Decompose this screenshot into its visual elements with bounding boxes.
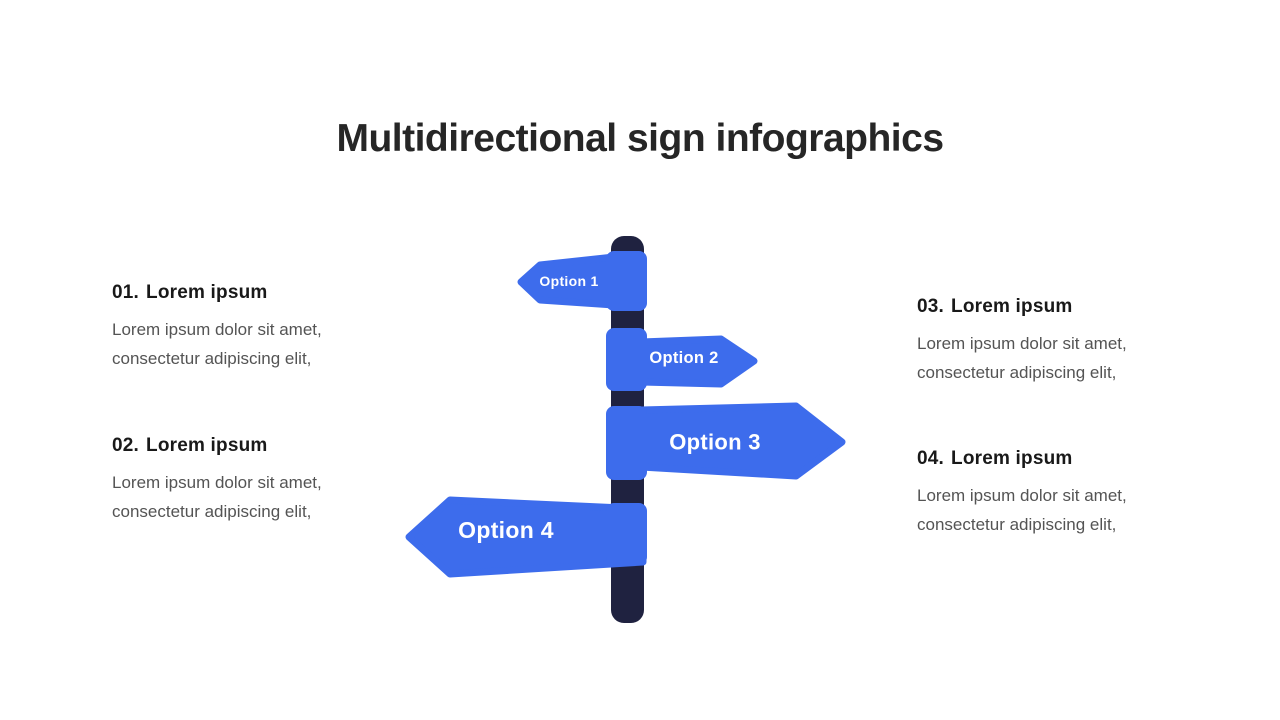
- block-04-heading: 04. Lorem ipsum: [917, 447, 1189, 471]
- sign-option-1: Option 1: [517, 251, 647, 311]
- block-01-body: Lorem ipsum dolor sit amet, consectetur …: [112, 315, 384, 373]
- block-04-body-line-2: consectetur adipiscing elit,: [917, 515, 1117, 534]
- block-01-number: 01.: [112, 282, 140, 303]
- option-3-label: Option 3: [669, 430, 761, 455]
- block-04-number: 04.: [917, 448, 945, 469]
- page-title: Multidirectional sign infographics: [336, 117, 944, 160]
- block-01-body-line-1: Lorem ipsum dolor sit amet,: [112, 320, 322, 339]
- block-03-body-line-1: Lorem ipsum dolor sit amet,: [917, 334, 1127, 353]
- sign-band-3: [606, 406, 647, 480]
- block-02-heading: 02. Lorem ipsum: [112, 434, 384, 458]
- block-02-body-line-2: consectetur adipiscing elit,: [112, 502, 312, 521]
- option-2-label: Option 2: [649, 349, 718, 367]
- block-03-heading: 03. Lorem ipsum: [917, 295, 1189, 319]
- block-01-heading: 01. Lorem ipsum: [112, 281, 384, 305]
- signpost-graphic: Option 1 Option 2 Option 3 Option 4: [405, 236, 846, 623]
- block-02-heading-label: Lorem ipsum: [146, 435, 268, 456]
- block-04-heading-label: Lorem ipsum: [951, 448, 1073, 469]
- sign-band-2: [606, 328, 647, 391]
- option-4-label: Option 4: [458, 517, 554, 543]
- sign-option-4: Option 4: [405, 496, 647, 578]
- block-03-body-line-2: consectetur adipiscing elit,: [917, 363, 1117, 382]
- sign-band-1: [606, 251, 647, 311]
- block-02-body-line-1: Lorem ipsum dolor sit amet,: [112, 473, 322, 492]
- block-04-body: Lorem ipsum dolor sit amet, consectetur …: [917, 481, 1189, 539]
- block-03-body: Lorem ipsum dolor sit amet, consectetur …: [917, 329, 1189, 387]
- text-block-04: 04. Lorem ipsum Lorem ipsum dolor sit ame…: [917, 447, 1189, 539]
- option-1-label: Option 1: [539, 273, 598, 289]
- block-01-heading-label: Lorem ipsum: [146, 282, 268, 303]
- block-02-body: Lorem ipsum dolor sit amet, consectetur …: [112, 468, 384, 526]
- text-block-03: 03. Lorem ipsum Lorem ipsum dolor sit ame…: [917, 295, 1189, 387]
- sign-band-4: [606, 503, 647, 565]
- text-block-01: 01. Lorem ipsum Lorem ipsum dolor sit ame…: [112, 281, 384, 373]
- text-block-02: 02. Lorem ipsum Lorem ipsum dolor sit ame…: [112, 434, 384, 526]
- block-01-body-line-2: consectetur adipiscing elit,: [112, 349, 312, 368]
- sign-option-2: Option 2: [606, 328, 758, 391]
- block-03-number: 03.: [917, 296, 945, 317]
- block-03-heading-label: Lorem ipsum: [951, 296, 1073, 317]
- block-04-body-line-1: Lorem ipsum dolor sit amet,: [917, 486, 1127, 505]
- block-02-number: 02.: [112, 435, 140, 456]
- sign-option-3: Option 3: [606, 402, 846, 480]
